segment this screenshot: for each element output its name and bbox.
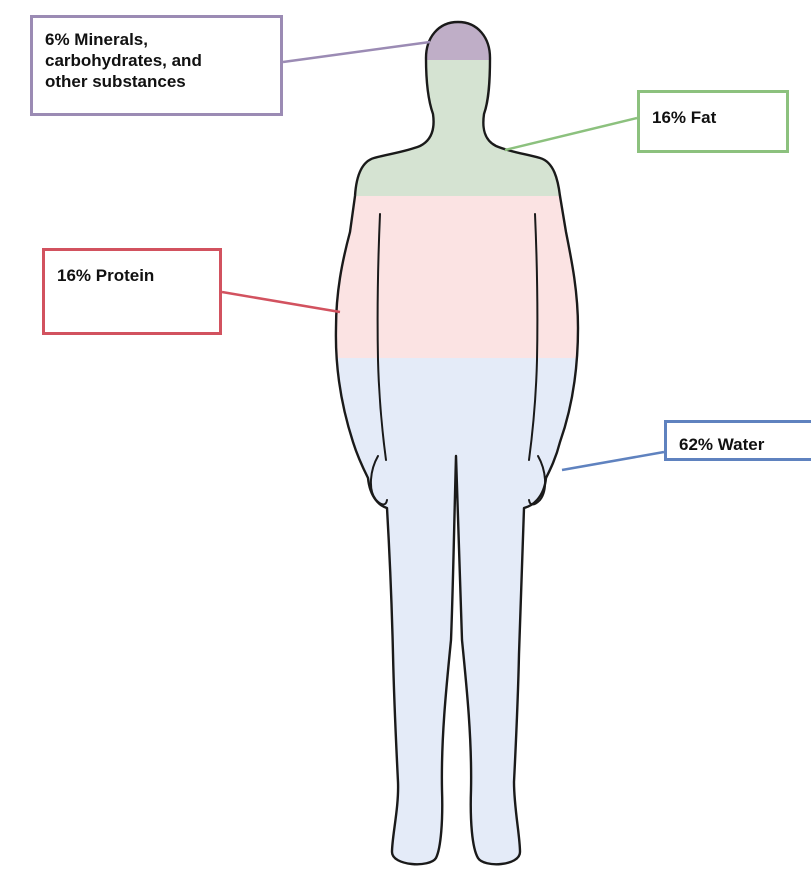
leader-line-protein: [222, 292, 340, 312]
leader-line-fat: [505, 118, 637, 150]
callout-water-label: 62% Water: [679, 434, 803, 455]
callout-minerals-line-2: carbohydrates, and: [45, 50, 272, 71]
callout-fat-label: 16% Fat: [652, 107, 778, 128]
callout-minerals-line-1: 6% Minerals,: [45, 29, 272, 50]
callout-minerals-line-3: other substances: [45, 71, 272, 92]
leader-line-minerals: [283, 42, 430, 62]
leader-line-water: [562, 452, 664, 470]
callout-protein: 16% Protein: [42, 248, 222, 335]
callout-water: 62% Water: [664, 420, 811, 461]
callout-protein-label: 16% Protein: [57, 265, 211, 286]
callout-minerals: 6% Minerals, carbohydrates, and other su…: [30, 15, 283, 116]
callout-fat: 16% Fat: [637, 90, 789, 153]
